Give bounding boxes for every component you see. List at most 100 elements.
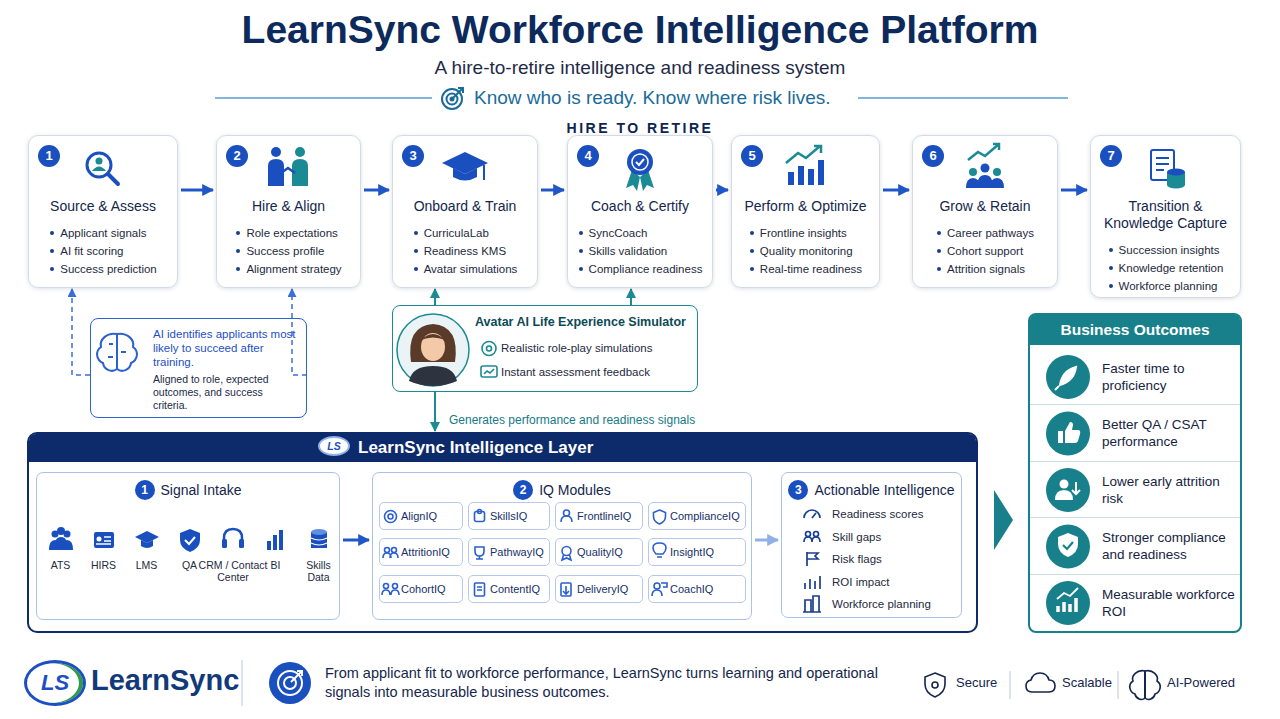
handshake-icon xyxy=(281,168,295,173)
module-icons xyxy=(385,511,397,523)
avatar-portrait xyxy=(397,314,469,386)
stage-card: 4Coach & CertifySyncCoachSkills validati… xyxy=(567,135,713,288)
module-name: PathwayIQ xyxy=(490,546,546,558)
step-item: Readiness KMS xyxy=(413,242,518,260)
outcome-icons xyxy=(1046,355,1090,399)
footer-target-icon xyxy=(269,662,311,704)
module-icons xyxy=(563,586,569,594)
avatar-portrait xyxy=(410,324,456,362)
callout-box: AI identifies applicants most likely to … xyxy=(90,318,307,418)
stage-card: 3Onboard & TrainCurriculaLabReadiness KM… xyxy=(392,135,538,288)
footer-target-icon xyxy=(278,671,302,695)
outcomes-panel: Business OutcomesFaster time to proficie… xyxy=(1028,313,1242,633)
brain-icon xyxy=(97,334,137,371)
search-icon xyxy=(87,153,118,184)
section-box: 2IQ ModulesAlignIQSkillsIQFrontlineIQCom… xyxy=(372,472,752,620)
step-item: Role expectations xyxy=(235,224,341,242)
archive-icon xyxy=(1156,158,1169,170)
feedback-icon xyxy=(484,369,494,374)
connector xyxy=(630,289,632,305)
feedback-icon xyxy=(481,366,497,377)
avatar-portrait xyxy=(397,314,469,386)
module-pill: ContentIQ xyxy=(468,575,550,603)
module-pill: PathwayIQ xyxy=(468,538,550,566)
step-item: Succession insights xyxy=(1108,241,1224,259)
simulator-panel: Avatar AI Life Experience SimulatorReali… xyxy=(392,305,698,392)
footer-text: From applicant fit to workforce performa… xyxy=(325,664,895,702)
step-item: Knowledge retention xyxy=(1108,259,1224,277)
step-item: Alignment strategy xyxy=(235,260,341,278)
module-icons xyxy=(561,516,572,522)
medal-icon xyxy=(632,154,648,170)
source-icons xyxy=(279,530,283,550)
outcome-icons xyxy=(1046,468,1090,512)
outcome-text: Better QA / CSAT performance xyxy=(1102,416,1238,450)
brain-icon xyxy=(97,334,117,371)
section-header: 2IQ Modules xyxy=(373,480,751,500)
team-growth-icon xyxy=(968,144,999,160)
footer-badge-icons xyxy=(1144,671,1146,698)
source-icons xyxy=(180,529,200,552)
source-icons xyxy=(49,537,73,550)
source-icons xyxy=(96,537,111,544)
growth-chart-icon xyxy=(798,166,804,185)
step-item: Attrition signals xyxy=(936,260,1034,278)
section-box: 1Signal IntakeATSHIRSLMSQACRM / Contact … xyxy=(36,472,340,620)
output-item: Readiness scores xyxy=(832,506,957,522)
team-growth-icon xyxy=(966,175,1004,188)
tagline-rule xyxy=(858,97,1068,99)
footer-target-icon xyxy=(291,671,302,682)
item-list: CurriculaLabReadiness KMSAvatar simulati… xyxy=(413,224,518,278)
brain-icon xyxy=(108,344,126,357)
outcome-icons xyxy=(1055,367,1076,390)
avatar-portrait xyxy=(409,366,457,386)
module-icons xyxy=(382,590,399,595)
module-name: InsightIQ xyxy=(670,546,742,558)
target-icon xyxy=(442,88,463,109)
outcome-row: Lower early attrition risk xyxy=(1030,462,1240,518)
module-name: CohortIQ xyxy=(401,583,459,595)
section-number: 1 xyxy=(135,480,155,500)
outcome-icons xyxy=(1055,490,1073,500)
item-list: Role expectationsSuccess profileAlignmen… xyxy=(235,224,341,278)
item-list: Succession insightsKnowledge retentionWo… xyxy=(1108,241,1224,295)
intelligence-layer: LearnSync Intelligence Layer1Signal Inta… xyxy=(27,432,978,633)
step-title: Hire & Align xyxy=(217,198,360,215)
step-item: AI fit scoring xyxy=(49,242,157,260)
section-title: IQ Modules xyxy=(539,482,611,498)
module-name: CoachIQ xyxy=(670,583,742,595)
handshake-icon xyxy=(268,147,308,186)
outcome-icons xyxy=(1046,581,1090,625)
output-icons xyxy=(805,576,820,589)
module-pill: AlignIQ xyxy=(379,502,463,530)
team-growth-icon xyxy=(993,168,1001,176)
module-name: DeliveryIQ xyxy=(577,583,639,595)
roleplay-icon xyxy=(482,342,496,356)
outcome-row: Measurable workforce ROI xyxy=(1030,575,1240,631)
subtitle: A hire-to-retire intelligence and readin… xyxy=(0,57,1280,79)
logo-mark: LS xyxy=(318,436,350,456)
step-number: 4 xyxy=(577,145,599,167)
footer-badge-icons xyxy=(1130,671,1145,700)
connector xyxy=(72,289,90,375)
step-item: Cohort support xyxy=(936,242,1034,260)
module-name: ComplianceIQ xyxy=(670,510,742,522)
footer-divider xyxy=(241,660,242,706)
module-icons xyxy=(475,583,485,596)
connector xyxy=(1061,189,1087,192)
source-icons xyxy=(135,531,159,543)
team-growth-icon xyxy=(969,168,977,176)
logo-wordmark: LearnSync xyxy=(91,664,239,697)
section-header: 3Actionable Intelligence xyxy=(782,480,961,500)
module-name: SkillsIQ xyxy=(490,510,546,522)
step-item: Workforce planning xyxy=(1108,277,1224,295)
step-number: 7 xyxy=(1100,145,1122,167)
connector-label: Generates performance and readiness sign… xyxy=(447,413,697,427)
outcome-icons xyxy=(1063,542,1073,549)
step-number: 6 xyxy=(922,145,944,167)
step-item: SyncCoach xyxy=(578,224,703,242)
module-pill: QualityIQ xyxy=(555,538,643,566)
connector xyxy=(883,189,909,192)
footer-divider xyxy=(1117,671,1118,699)
outcome-icons xyxy=(1046,525,1090,569)
